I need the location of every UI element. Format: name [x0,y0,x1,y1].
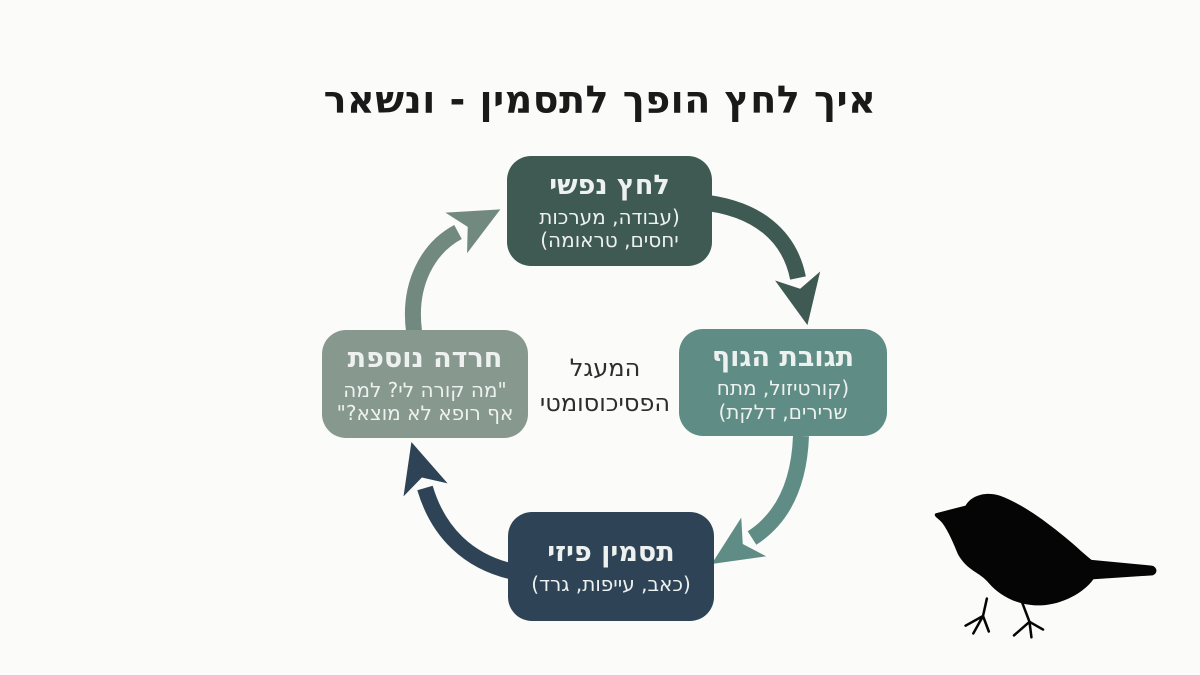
node-mental-stress-title: לחץ נפשי [549,170,670,202]
node-physical-symptom: תסמין פיזי (כאב, עייפות, גרד) [508,512,714,621]
bird-leg-left [964,597,991,635]
node-added-anxiety-title: חרדה נוספת [347,343,503,375]
center-label-line-1: המעגל [569,354,641,382]
node-added-anxiety: חרדה נוספת "מה קורה לי? למה אף רופא לא מ… [322,330,528,438]
arrow-right-to-bottom [711,435,809,564]
center-label-line-2: הפסיכוסומטי [539,388,671,417]
node-added-anxiety-subtitle: "מה קורה לי? למה אף רופא לא מוצא?" [336,377,514,426]
node-physical-symptom-subtitle: (כאב, עייפות, גרד) [531,572,691,597]
node-mental-stress: לחץ נפשי (עבודה, מערכות יחסים, טראומה) [507,156,712,266]
diagram-title: איך לחץ הופך לתסמין - ונשאר [323,78,877,122]
node-body-response: תגובת הגוף (קורטיזול, מתח שרירים, דלקת) [679,329,887,436]
bird-icon [934,493,1157,639]
node-physical-symptom-title: תסמין פיזי [547,537,675,569]
node-body-response-subtitle: (קורטיזול, מתח שרירים, דלקת) [716,376,850,424]
arrow-bottom-to-left [403,441,516,580]
node-mental-stress-subtitle: (עבודה, מערכות יחסים, טראומה) [539,204,680,253]
node-body-response-title: תגובת הגוף [711,341,855,373]
bird-leg-right [1012,600,1045,639]
arrow-left-to-top [405,209,501,333]
center-label: המעגל הפסיכוסומטי [505,351,705,421]
arrow-top-to-right [699,194,821,326]
bird-body [934,493,1157,606]
